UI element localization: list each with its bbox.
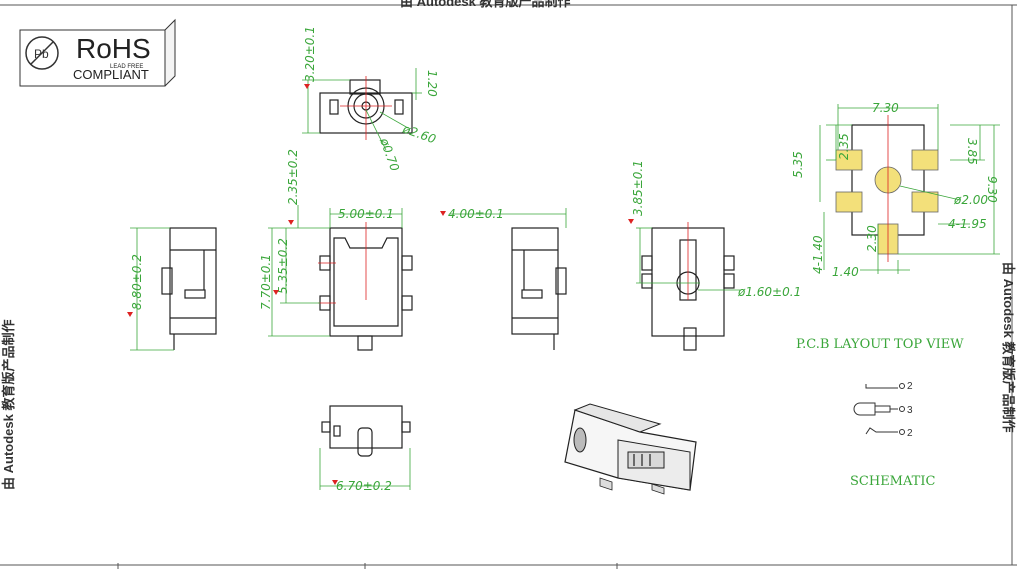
dim-pcb-top: 2.35	[837, 133, 851, 160]
back-view: 3.85±0.1 ø1.60±0.1	[631, 160, 801, 351]
dim-top-dia: ø2.60	[400, 121, 438, 146]
side-view-left: 8.80±0.2	[130, 227, 217, 351]
dim-pcb-width: 7.30	[872, 101, 899, 115]
lead-free-mark: Pb	[34, 47, 49, 61]
dim-side-height: 8.80±0.2	[130, 254, 144, 310]
dim-front-top: 2.35±0.2	[286, 149, 300, 205]
dimension-markers	[127, 84, 634, 485]
side-view-right: 4.00±0.1	[448, 207, 567, 350]
front-view: 5.00±0.1 2.35±0.2 7.70±0.1 5.35±0.2	[259, 149, 413, 351]
dim-front-width: 5.00±0.1	[338, 207, 394, 221]
rohs-lead-free-text: LEAD FREE	[110, 64, 143, 70]
dim-bottom-width: 6.70±0.2	[336, 479, 392, 493]
pcb-layout-label: P.C.B LAYOUT TOP VIEW	[796, 337, 964, 352]
dim-pcb-height: 9.30	[985, 176, 999, 203]
watermark-top: 由 Autodesk 教育版产品制作	[400, 0, 570, 9]
isometric-view	[564, 403, 697, 495]
dim-pcb-pad: 4-1.95	[948, 217, 987, 231]
dim-pcb-bottom: 1.40	[832, 265, 859, 279]
rohs-title: RoHS	[76, 33, 151, 64]
dim-front-pin: 5.35±0.2	[276, 238, 290, 294]
rohs-compliant: COMPLIANT	[73, 67, 149, 82]
top-view: 3.20±0.1 1.20 ø2.60 ø0.70	[302, 26, 439, 173]
dim-pcb-left: 5.35	[791, 151, 805, 178]
dim-pcb-right: 3.85	[965, 138, 979, 165]
watermark-left: 由 Autodesk 教育版产品制作	[1, 320, 16, 490]
dim-back-height: 3.85±0.1	[631, 160, 645, 216]
dim-front-height: 7.70±0.1	[259, 254, 273, 310]
bottom-view: 6.70±0.2	[319, 405, 411, 493]
watermark-right: 由 Autodesk 教育版产品制作	[1001, 262, 1016, 432]
sheet-border	[0, 4, 1017, 569]
pcb-pad	[911, 191, 939, 213]
dim-top-pin: 1.20	[425, 70, 439, 97]
dim-pcb-hole: ø2.00	[953, 193, 988, 207]
dim-side2-width: 4.00±0.1	[448, 207, 504, 221]
schematic-pin-top: 2	[907, 381, 913, 392]
lead-free-icon	[25, 36, 59, 70]
dim-back-dia: ø1.60±0.1	[737, 285, 801, 299]
dim-top-pin-dia: ø0.70	[377, 135, 402, 173]
dim-top-height: 3.20±0.1	[303, 26, 317, 82]
pcb-pad	[911, 149, 939, 171]
schematic-pin-mid: 3	[907, 405, 913, 416]
pcb-layout: 7.30 2.35 5.35 3.85 9.30 ø2.00 4-1.95 2.…	[791, 101, 1000, 279]
pcb-pad	[835, 191, 863, 213]
schematic-pin-bottom: 2	[907, 428, 913, 439]
dim-pcb-pad-w: 4-1.40	[811, 235, 825, 274]
schematic-label: SCHEMATIC	[850, 474, 935, 489]
dim-pcb-center: 2.30	[865, 225, 879, 252]
rohs-badge: Pb RoHS LEAD FREE COMPLIANT	[19, 18, 176, 87]
schematic: 2 3 2	[853, 381, 913, 439]
